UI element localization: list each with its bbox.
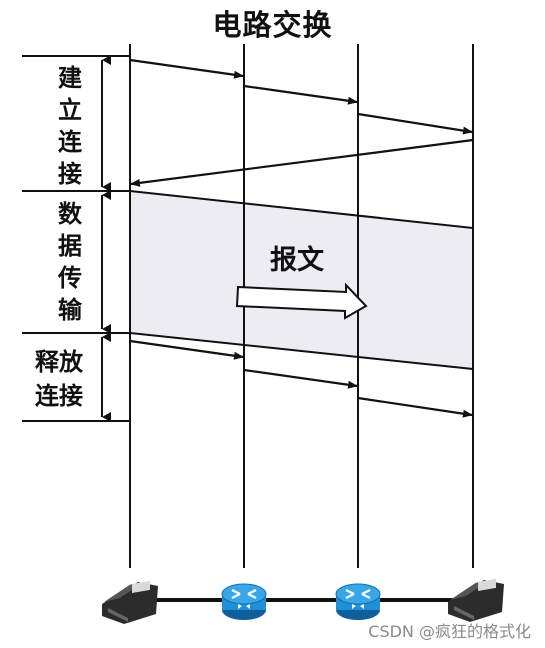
watermark: CSDN @疯狂的格式化	[368, 622, 531, 641]
node-timelines	[129, 44, 474, 568]
phase-label-establish: 建 立 连 接	[58, 64, 82, 188]
setup-signals	[129, 58, 474, 187]
release-signals	[129, 339, 473, 418]
telephone-icon	[102, 580, 158, 624]
diagram-title: 电路交换	[212, 8, 333, 42]
router-icon	[335, 583, 381, 620]
message-label: 报文	[270, 245, 324, 276]
phase-label-transfer: 数 据 传 输	[58, 200, 82, 324]
router-icon	[221, 583, 267, 620]
data-transfer-band	[129, 189, 474, 371]
phase-label-release: 释放 连接	[35, 348, 83, 410]
telephone-icon	[448, 578, 504, 622]
phase-separators	[22, 55, 130, 422]
message-arrow	[235, 282, 368, 320]
